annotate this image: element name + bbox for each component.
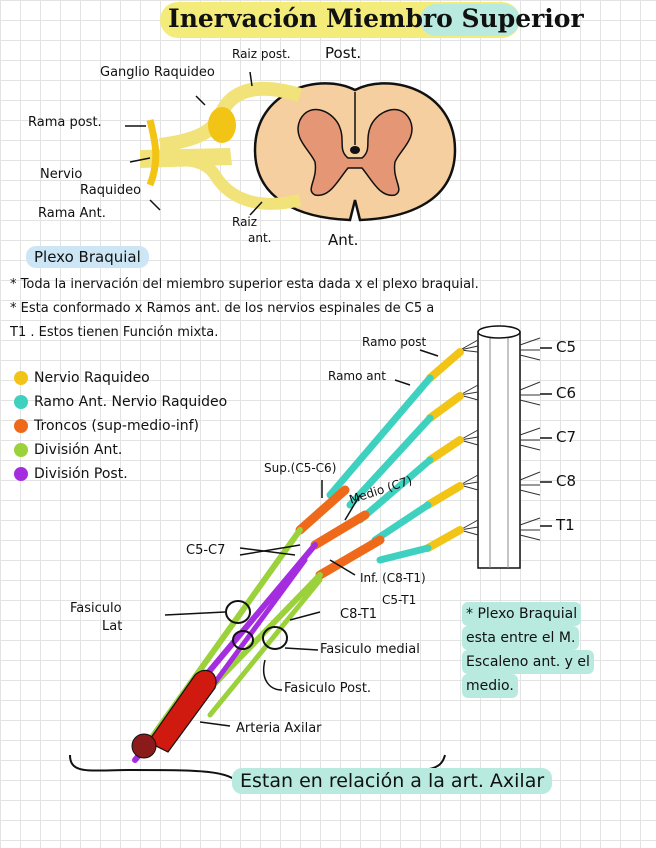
root-fans: [459, 337, 541, 541]
title-highlight-accent: [420, 4, 520, 36]
level-c7: C7: [556, 428, 577, 446]
legend-dot: [14, 395, 28, 409]
label-arteria-axilar: Arteria Axilar: [236, 721, 322, 736]
legend-item: División Ant.: [14, 442, 122, 458]
section-heading: Plexo Braquial: [26, 246, 149, 268]
level-c6: C6: [556, 384, 577, 402]
note-line-3: Escaleno ant. y el: [462, 650, 594, 674]
footer-text: Estan en relación a la art. Axilar: [232, 768, 553, 794]
section-line-1: * Toda la inervación del miembro superio…: [10, 277, 479, 292]
plexus-arrows: [164, 349, 439, 727]
label-rama-ant: Rama Ant.: [38, 206, 106, 221]
note-line-2: esta entre el M.: [462, 626, 580, 650]
legend-dot: [14, 371, 28, 385]
legend-dot: [14, 467, 28, 481]
label-raiz-ant-2: ant.: [248, 231, 272, 245]
label-fasciculo-medial: Fasiculo medial: [320, 642, 420, 657]
label-rama-post: Rama post.: [28, 115, 102, 130]
label-raiz-ant-1: Raiz: [232, 215, 258, 229]
legend-label: Troncos (sup-medio-inf): [34, 418, 200, 434]
ramo-ant-segments: [326, 374, 434, 564]
legend-dot: [14, 419, 28, 433]
nervio-raquideo-segments: [424, 348, 464, 552]
page-title: Inervación Miembro Superior: [168, 4, 584, 33]
fascicle-circles: [225, 600, 288, 650]
label-fasciculo-post: Fasiculo Post.: [284, 681, 372, 696]
label-ant: Ant.: [328, 231, 359, 249]
arteria-axilar: [131, 669, 217, 759]
legend-label: División Post.: [34, 466, 128, 482]
legend-item: Nervio Raquideo: [14, 370, 150, 386]
legend-item: División Post.: [14, 466, 128, 482]
label-fasciculo-lat-2: Lat: [102, 619, 123, 634]
legend-dot: [14, 443, 28, 457]
label-post: Post.: [325, 44, 362, 62]
label-c5-t1: C5-T1: [382, 593, 417, 607]
legend-label: Nervio Raquideo: [34, 370, 150, 386]
note-line-1: * Plexo Braquial: [462, 602, 582, 626]
label-ramo-ant: Ramo ant: [328, 369, 386, 383]
vertebral-column: [477, 325, 521, 569]
legend-label: División Ant.: [34, 442, 123, 458]
legend-label: Ramo Ant. Nervio Raquideo: [34, 394, 228, 410]
label-nervio: Nervio: [40, 167, 83, 182]
label-ganglio: Ganglio Raquideo: [100, 65, 215, 80]
note-line-4: medio.: [462, 674, 518, 698]
level-t1: T1: [556, 516, 575, 534]
note-box: * Plexo Braquial esta entre el M. Escale…: [462, 602, 648, 698]
label-sup-trunk: Sup.(C5-C6): [264, 461, 337, 475]
label-raiz-post: Raiz post.: [232, 47, 291, 61]
section-line-3: T1 . Estos tienen Función mixta.: [10, 325, 219, 340]
label-fasciculo-lat-1: Fasiculo: [70, 601, 122, 616]
legend-item: Ramo Ant. Nervio Raquideo: [14, 394, 227, 410]
label-c8-t1: C8-T1: [340, 607, 378, 622]
level-c8: C8: [556, 472, 577, 490]
legend-item: Troncos (sup-medio-inf): [14, 418, 199, 434]
label-inf-trunk: Inf. (C8-T1): [360, 571, 426, 585]
level-c5: C5: [556, 338, 577, 356]
spinal-cord: [253, 82, 457, 222]
label-c5-c7: C5-C7: [186, 543, 226, 558]
footer-wrap: Estan en relación a la art. Axilar: [232, 768, 553, 794]
label-ramo-post: Ramo post: [362, 335, 427, 349]
section-heading-wrap: Plexo Braquial: [26, 246, 149, 268]
label-raquideo: Raquideo: [80, 183, 142, 198]
section-line-2: * Esta conformado x Ramos ant. de los ne…: [10, 301, 435, 316]
trunks: [295, 485, 385, 580]
